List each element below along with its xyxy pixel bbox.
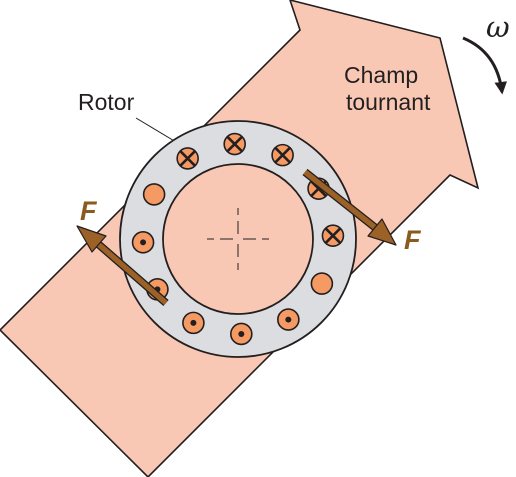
conductor-group [131, 132, 345, 346]
field-label-line2: tournant [346, 89, 431, 115]
conductor-cross [176, 147, 199, 170]
conductor-cross [321, 224, 345, 247]
conductor-cross [271, 143, 294, 167]
rotor-label: Rotor [78, 89, 135, 115]
conductor-dot [277, 308, 300, 331]
conductor-dot [230, 322, 253, 346]
center-mark [207, 208, 269, 270]
conductor-cross [223, 132, 246, 156]
conductor-dot [131, 231, 155, 254]
conductor-plain [310, 272, 334, 295]
field-label-line1: Champ [344, 62, 418, 88]
conductor-dot [182, 311, 205, 335]
omega-label: ω [486, 10, 510, 44]
force-label-right: F [404, 225, 422, 255]
conductor-plain [142, 183, 166, 206]
rotation-direction-arrow [462, 36, 507, 95]
force-arrow-right [302, 168, 397, 246]
force-label-left: F [80, 196, 98, 226]
rotor-core [162, 163, 314, 315]
force-arrow-left [76, 225, 169, 307]
